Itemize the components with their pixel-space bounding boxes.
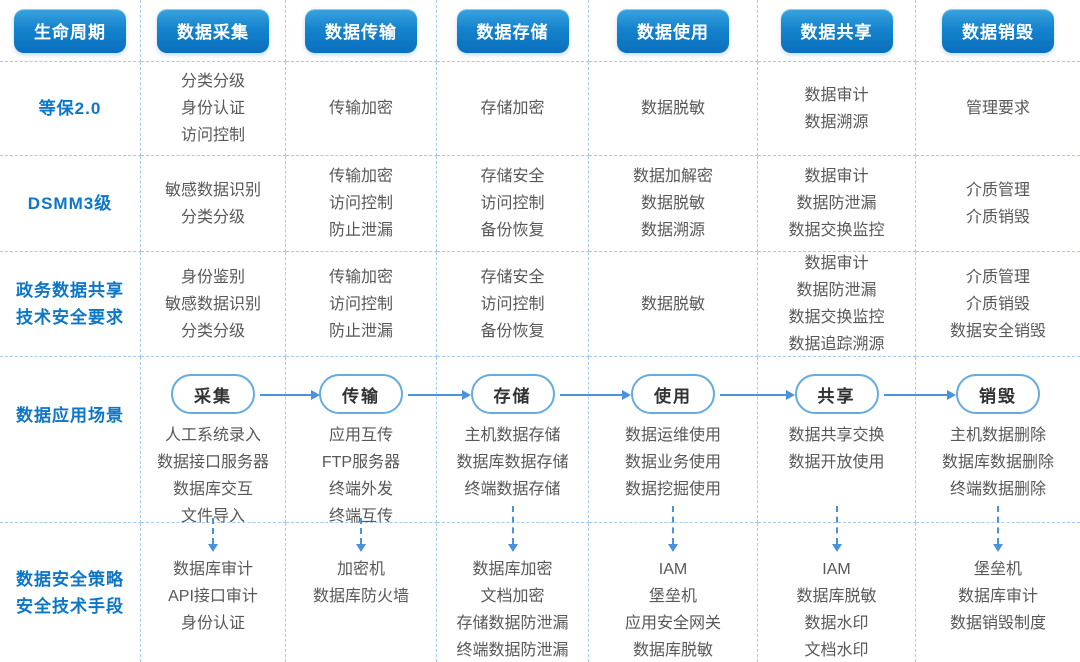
down-connector-storage bbox=[508, 506, 518, 552]
header-pill-transmission: 数据传输 bbox=[305, 8, 417, 53]
row-label-djbp: 等保2.0 bbox=[0, 62, 141, 156]
flow-arrow-storage-to-usage bbox=[560, 390, 631, 400]
row-label-scenarios: 数据应用场景 bbox=[0, 357, 141, 523]
flow-arrow-sharing-to-destruction bbox=[884, 390, 956, 400]
header-cell-storage: 数据存储 bbox=[437, 0, 589, 62]
scenario-cell-storage: 存储 主机数据存储 数据库数据存储 终端数据存储 bbox=[437, 357, 589, 523]
stage-badge-destruction: 销毁 bbox=[956, 374, 1040, 414]
stage-list: 数据运维使用 数据业务使用 数据挖掘使用 bbox=[624, 427, 721, 498]
header-cell-collection: 数据采集 bbox=[141, 0, 286, 62]
table-cell: 数据脱敏 bbox=[589, 252, 758, 357]
flow-arrow-usage-to-sharing bbox=[720, 390, 795, 400]
down-connector-usage bbox=[668, 506, 678, 552]
stage-list: 人工系统录入 数据接口服务器 数据库交互 文件导入 bbox=[156, 427, 269, 525]
flow-arrow-transmission-to-storage bbox=[408, 390, 471, 400]
stage-list: 主机数据删除 数据库数据删除 终端数据删除 bbox=[941, 427, 1054, 498]
scenario-cell-transmission: 传输 应用互传 FTP服务器 终端外发 终端互传 bbox=[286, 357, 437, 525]
header-cell-lifecycle: 生命周期 bbox=[0, 0, 141, 62]
table-cell: 存储安全 访问控制 备份恢复 bbox=[437, 156, 589, 252]
header-pill-sharing: 数据共享 bbox=[780, 8, 893, 53]
table-cell: 数据脱敏 bbox=[589, 62, 758, 156]
row-label-security-measures: 数据安全策略 安全技术手段 bbox=[0, 523, 141, 662]
scenario-cell-usage: 使用 数据运维使用 数据业务使用 数据挖掘使用 bbox=[589, 357, 758, 523]
stage-badge-storage: 存储 bbox=[470, 374, 555, 414]
stage-list: 应用互传 FTP服务器 终端外发 终端互传 bbox=[321, 427, 401, 525]
stage-badge-usage: 使用 bbox=[631, 374, 715, 414]
header-cell-destruction: 数据销毁 bbox=[916, 0, 1080, 62]
security-cell-sharing: IAM 数据库脱敏 数据水印 文档水印 bbox=[758, 523, 916, 662]
table-cell: 传输加密 访问控制 防止泄漏 bbox=[286, 252, 437, 357]
table-cell: 数据加解密 数据脱敏 数据溯源 bbox=[589, 156, 758, 252]
table-cell: 存储安全 访问控制 备份恢复 bbox=[437, 252, 589, 357]
security-cell-transmission: 加密机 数据库防火墙 bbox=[286, 523, 437, 662]
header-cell-transmission: 数据传输 bbox=[286, 0, 437, 62]
flow-arrow-collection-to-transmission bbox=[260, 390, 320, 400]
header-pill-lifecycle: 生命周期 bbox=[14, 8, 126, 53]
table-cell: 数据审计 数据防泄漏 数据交换监控 数据追踪溯源 bbox=[758, 252, 916, 357]
header-cell-usage: 数据使用 bbox=[589, 0, 758, 62]
table-cell: 数据审计 数据溯源 bbox=[758, 62, 916, 156]
down-connector-collection bbox=[208, 518, 218, 552]
table-cell: 管理要求 bbox=[916, 62, 1080, 156]
stage-badge-sharing: 共享 bbox=[794, 374, 879, 414]
row-label-dsmm: DSMM3级 bbox=[0, 156, 141, 252]
header-pill-collection: 数据采集 bbox=[157, 8, 269, 53]
table-cell: 身份鉴别 敏感数据识别 分类分级 bbox=[141, 252, 286, 357]
down-connector-destruction bbox=[993, 506, 1003, 552]
stage-badge-transmission: 传输 bbox=[319, 374, 403, 414]
table-cell: 介质管理 介质销毁 数据安全销毁 bbox=[916, 252, 1080, 357]
stage-badge-collection: 采集 bbox=[171, 374, 255, 414]
table-cell: 敏感数据识别 分类分级 bbox=[141, 156, 286, 252]
table-cell: 介质管理 介质销毁 bbox=[916, 156, 1080, 252]
scenario-cell-destruction: 销毁 主机数据删除 数据库数据删除 终端数据删除 bbox=[916, 357, 1080, 523]
table-cell: 传输加密 bbox=[286, 62, 437, 156]
row-label-text: 数据应用场景 bbox=[16, 406, 124, 425]
security-cell-storage: 数据库加密 文档加密 存储数据防泄漏 终端数据防泄漏 bbox=[437, 523, 589, 662]
scenario-cell-sharing: 共享 数据共享交换 数据开放使用 bbox=[758, 357, 916, 523]
stage-list: 主机数据存储 数据库数据存储 终端数据存储 bbox=[456, 427, 569, 498]
table-cell: 传输加密 访问控制 防止泄漏 bbox=[286, 156, 437, 252]
security-cell-destruction: 堡垒机 数据库审计 数据销毁制度 bbox=[949, 561, 1046, 632]
header-pill-destruction: 数据销毁 bbox=[942, 8, 1054, 53]
down-connector-sharing bbox=[832, 506, 842, 552]
header-pill-storage: 数据存储 bbox=[456, 8, 569, 53]
security-cell-collection: 数据库审计 API接口审计 身份认证 bbox=[141, 523, 286, 662]
header-cell-sharing: 数据共享 bbox=[758, 0, 916, 62]
row-label-gov-sharing: 政务数据共享 技术安全要求 bbox=[0, 252, 141, 357]
table-cell: 分类分级 身份认证 访问控制 bbox=[141, 62, 286, 156]
stage-list: 数据共享交换 数据开放使用 bbox=[788, 427, 885, 471]
table-cell: 数据审计 数据防泄漏 数据交换监控 bbox=[758, 156, 916, 252]
security-cell-usage: IAM 堡垒机 应用安全网关 数据库脱敏 bbox=[589, 523, 758, 662]
table-cell: 存储加密 bbox=[437, 62, 589, 156]
scenario-cell-collection: 采集 人工系统录入 数据接口服务器 数据库交互 文件导入 bbox=[141, 357, 286, 525]
down-connector-transmission bbox=[356, 518, 366, 552]
header-pill-usage: 数据使用 bbox=[617, 8, 729, 53]
